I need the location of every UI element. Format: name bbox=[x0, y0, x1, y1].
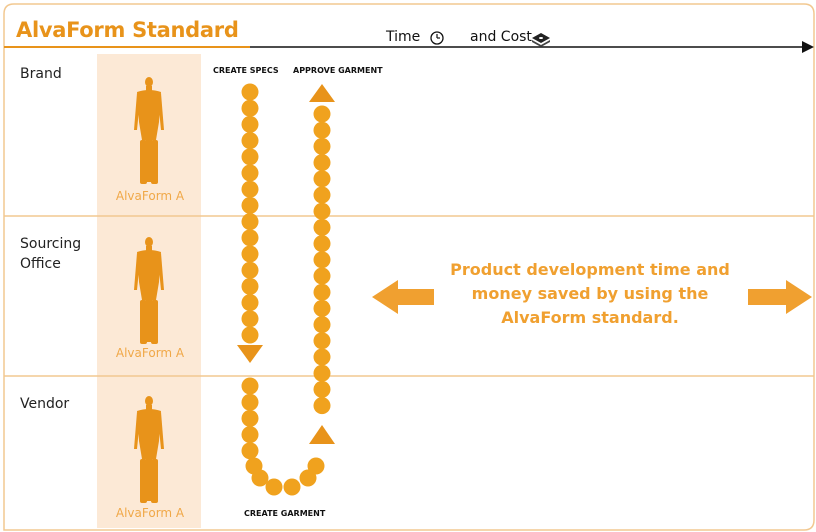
diagram-title: AlvaForm Standard bbox=[16, 18, 239, 42]
vendor-dot bbox=[241, 393, 259, 411]
cost-axis-label: and Cost bbox=[470, 29, 532, 45]
up-arrowhead-bottom bbox=[309, 425, 335, 444]
up-arrowhead-top bbox=[309, 84, 335, 102]
specs-dot bbox=[241, 115, 259, 133]
step-approve-garment: APPROVE GARMENT bbox=[293, 66, 383, 75]
garment-dot bbox=[283, 478, 301, 496]
mannequin-sourcing-icon bbox=[134, 237, 164, 344]
specs-dot bbox=[241, 196, 259, 214]
specs-dot bbox=[241, 148, 259, 166]
approve-dot bbox=[313, 202, 331, 220]
left-savings-arrow bbox=[372, 280, 434, 314]
approve-dot bbox=[313, 154, 331, 172]
lane-label-sourcing-office: Sourcing Office bbox=[20, 236, 82, 272]
approve-dot bbox=[313, 235, 331, 253]
specs-dot bbox=[241, 99, 259, 117]
vendor-dot bbox=[241, 409, 259, 427]
approve-dot bbox=[313, 105, 331, 123]
time-axis-arrowhead bbox=[802, 41, 814, 53]
garment-dot bbox=[251, 469, 269, 487]
approve-dot bbox=[313, 170, 331, 188]
specs-dot bbox=[241, 261, 259, 279]
approve-dot bbox=[313, 283, 331, 301]
approve-dot bbox=[313, 251, 331, 269]
specs-dot bbox=[241, 213, 259, 231]
approve-dot bbox=[313, 137, 331, 155]
form-label-vendor: AlvaForm A bbox=[115, 506, 185, 520]
specs-dot bbox=[241, 245, 259, 263]
frame-border bbox=[3, 3, 815, 531]
specs-dot bbox=[241, 229, 259, 247]
specs-dot bbox=[241, 277, 259, 295]
step-create-specs: CREATE SPECS bbox=[213, 66, 279, 75]
specs-dot bbox=[241, 310, 259, 328]
approve-dot bbox=[313, 218, 331, 236]
approve-dot bbox=[313, 267, 331, 285]
right-savings-arrow bbox=[748, 280, 812, 314]
step-create-garment: CREATE GARMENT bbox=[244, 509, 326, 518]
lane-label-vendor: Vendor bbox=[20, 396, 70, 412]
approve-dot bbox=[313, 121, 331, 139]
form-label-brand: AlvaForm A bbox=[115, 189, 185, 203]
approve-dot bbox=[313, 348, 331, 366]
vendor-dot bbox=[241, 442, 259, 460]
garment-dot bbox=[299, 469, 317, 487]
specs-dot bbox=[241, 83, 259, 101]
specs-dot bbox=[241, 164, 259, 182]
mannequin-vendor-icon bbox=[134, 396, 164, 503]
lane-label-brand: Brand bbox=[20, 66, 62, 82]
garment-dot bbox=[307, 457, 325, 475]
form-label-sourcing: AlvaForm A bbox=[115, 346, 185, 360]
garment-dot bbox=[265, 478, 283, 496]
vendor-dot bbox=[241, 426, 259, 444]
approve-dot bbox=[313, 332, 331, 350]
specs-dot bbox=[241, 294, 259, 312]
mannequin-brand-icon bbox=[134, 77, 164, 184]
approve-dot bbox=[313, 299, 331, 317]
approve-dot bbox=[313, 186, 331, 204]
specs-dot bbox=[241, 326, 259, 344]
down-arrowhead bbox=[237, 345, 263, 363]
savings-callout: Product development time and money saved… bbox=[450, 260, 730, 327]
approve-dot bbox=[313, 380, 331, 398]
specs-dot bbox=[241, 132, 259, 150]
vendor-dot bbox=[241, 377, 259, 395]
money-stack-icon bbox=[532, 33, 550, 47]
approve-dot bbox=[313, 364, 331, 382]
clock-icon bbox=[430, 31, 444, 45]
time-axis-label: Time bbox=[386, 29, 421, 45]
approve-dot bbox=[313, 397, 331, 415]
approve-dot bbox=[313, 316, 331, 334]
specs-dot bbox=[241, 180, 259, 198]
